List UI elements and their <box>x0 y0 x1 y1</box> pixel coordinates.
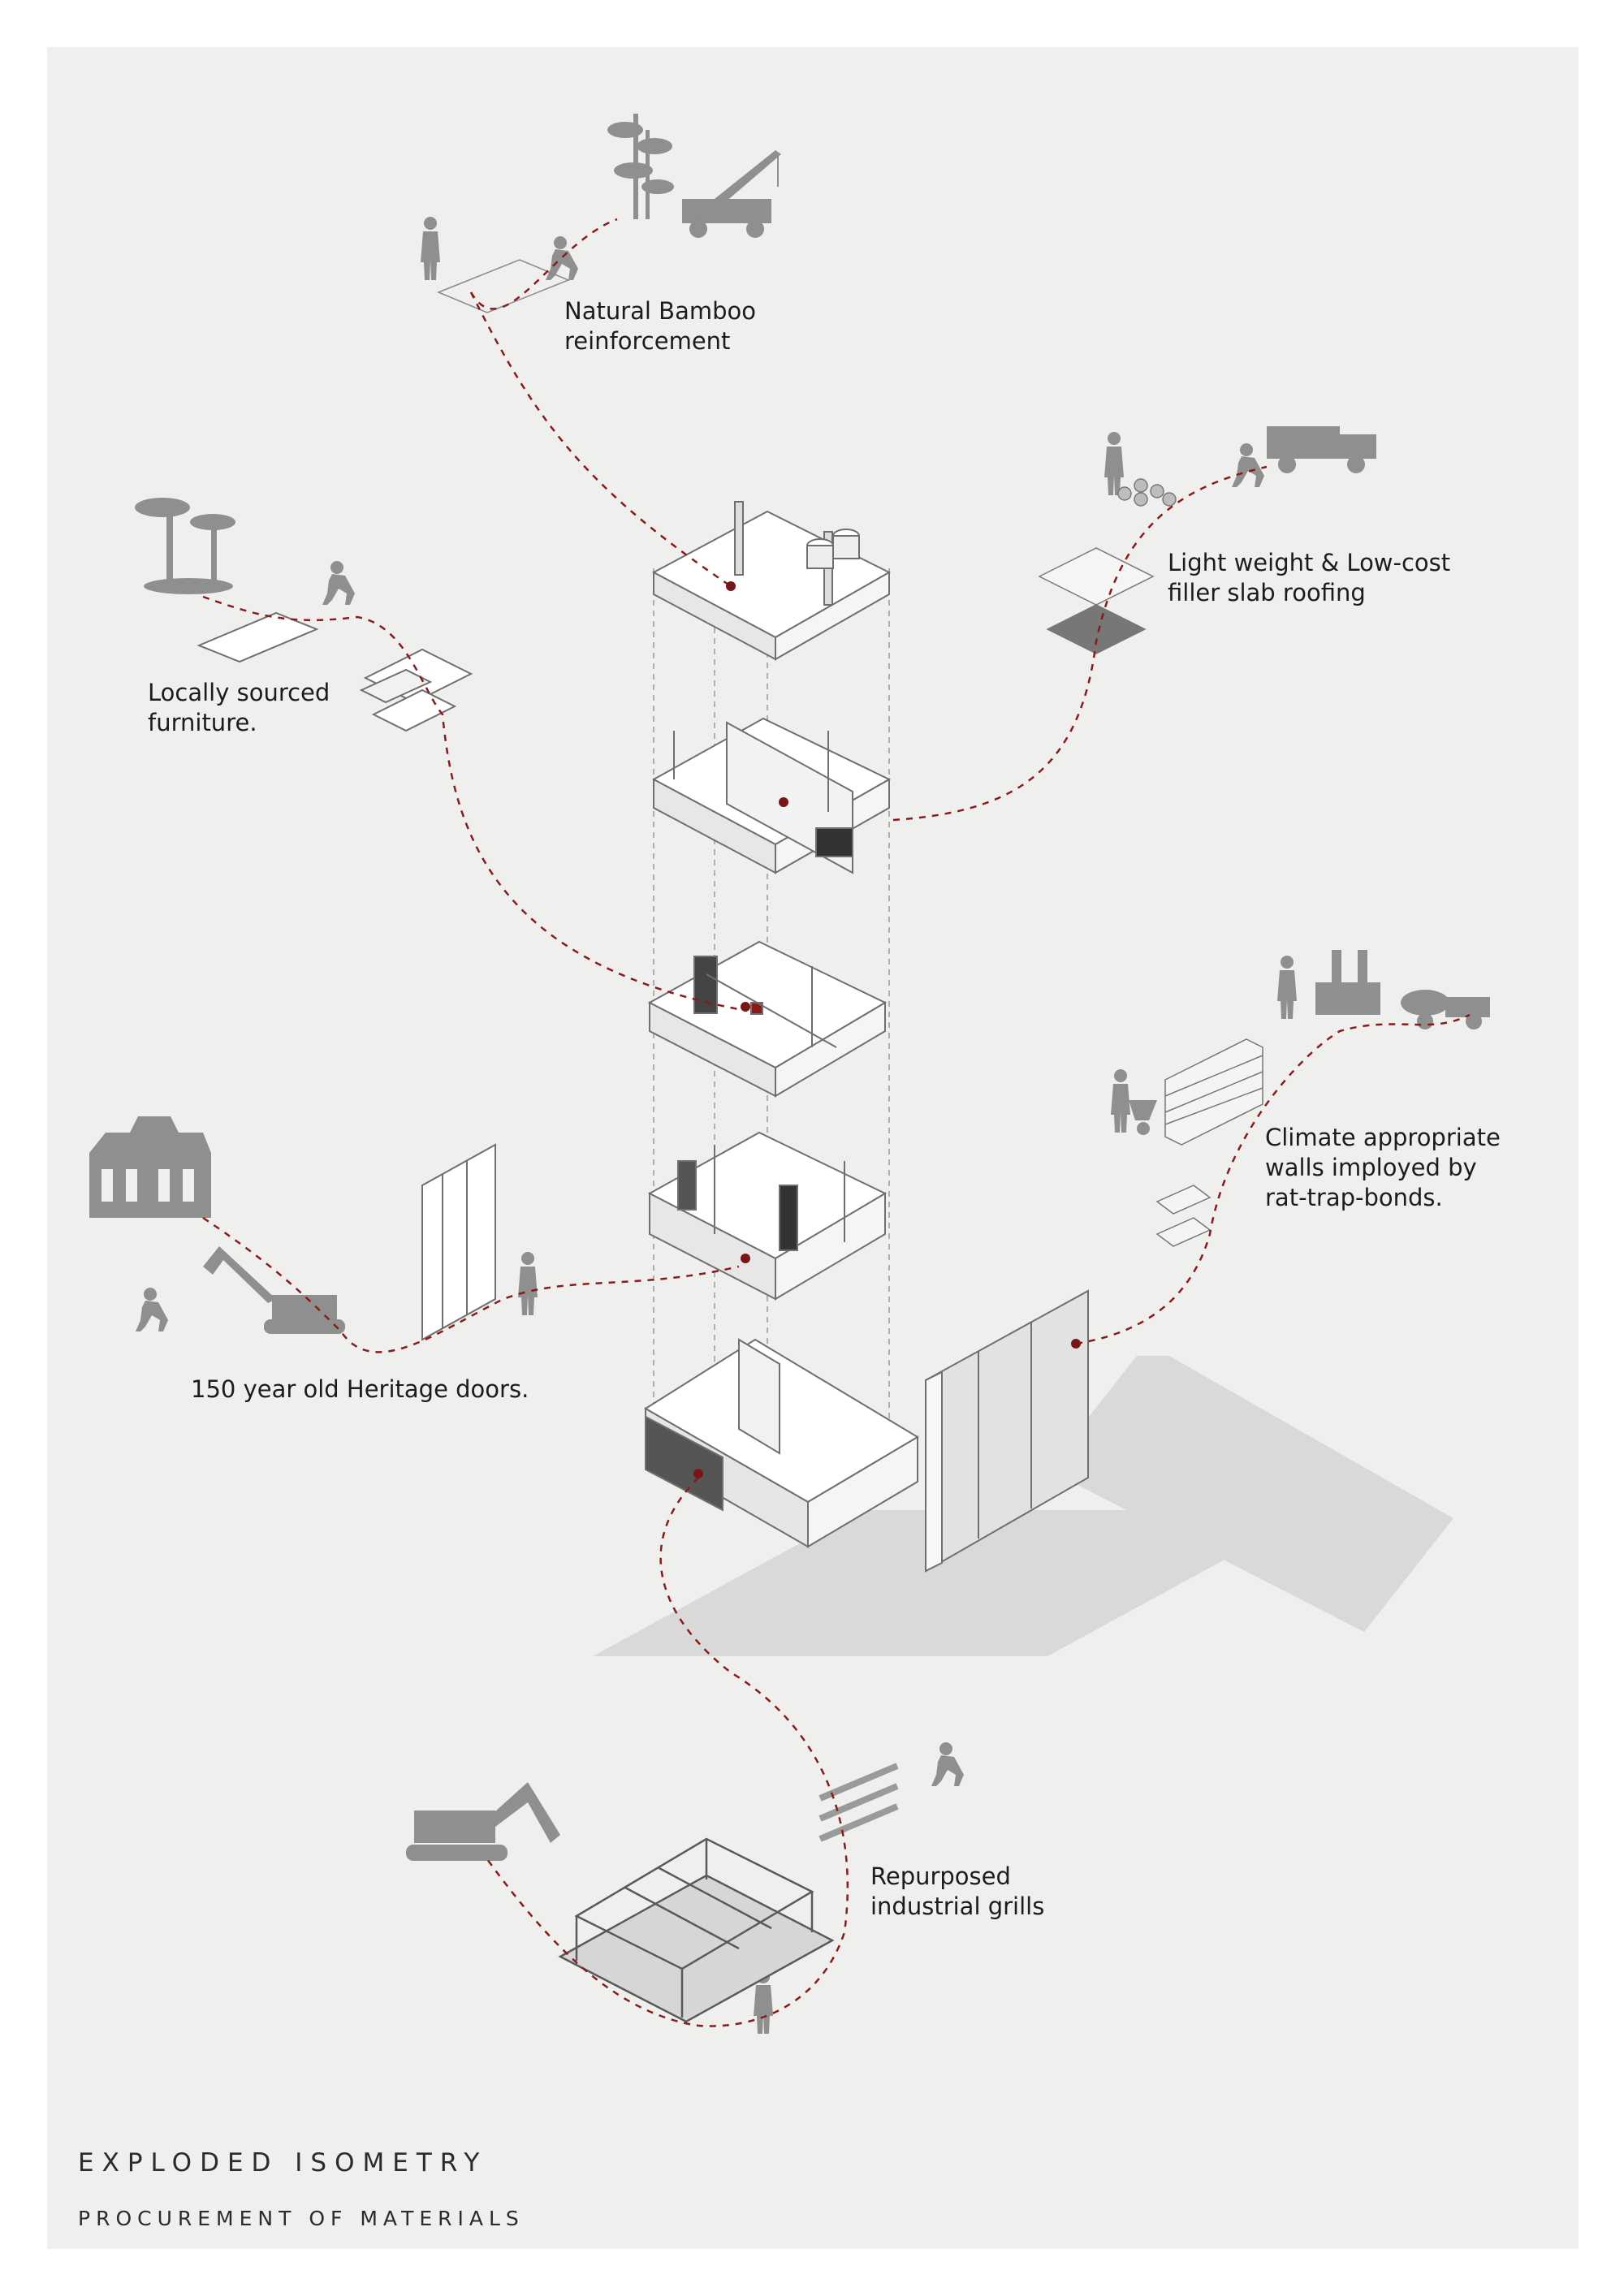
jaali-screen-wall <box>925 1289 1089 1573</box>
cement-mixer-truck-icon <box>1401 990 1490 1029</box>
second-floor-level <box>651 717 892 874</box>
roof-slab-level <box>651 501 892 661</box>
furniture-icon <box>197 611 473 732</box>
filler-tiles-icon <box>1117 478 1177 507</box>
drawing-sheet <box>47 47 1579 2249</box>
worker-icon <box>1277 956 1297 1019</box>
procurement-route <box>202 218 1471 2027</box>
page-title: EXPLODED ISOMETRY <box>78 2148 488 2177</box>
heritage-ruin-icon <box>89 1116 211 1218</box>
palm-trees-icon <box>135 498 235 594</box>
page-subtitle: PROCUREMENT OF MATERIALS <box>78 2207 525 2230</box>
first-floor-level <box>647 940 888 1098</box>
route-marker <box>693 581 1081 1478</box>
label-walls: Climate appropriate walls imployed by ra… <box>1265 1124 1501 1211</box>
ground-plane <box>593 1356 1453 1656</box>
worker-icon <box>322 561 355 605</box>
excavator-icon <box>406 1782 560 1861</box>
label-furniture: Locally sourced furniture. <box>148 679 330 736</box>
label-heritage-doors: 150 year old Heritage doors. <box>191 1375 529 1403</box>
wheelbarrow-worker-icon <box>1111 1069 1157 1135</box>
crane-truck-icon <box>682 150 781 238</box>
rat-trap-bond-wall-icon <box>1155 1038 1263 1247</box>
bamboo-mat-outline <box>437 259 570 313</box>
steel-grill-bars-icon <box>818 1763 899 1842</box>
brick-factory-icon <box>1315 950 1380 1015</box>
worker-icon <box>1104 432 1264 495</box>
steel-frame-structure-icon <box>558 1837 835 2023</box>
ground-floor-level <box>647 1131 888 1301</box>
label-bamboo: Natural Bamboo reinforcement <box>564 297 756 355</box>
bamboo-icon <box>607 114 674 219</box>
label-filler-slab: Light weight & Low-cost filler slab roof… <box>1168 549 1451 606</box>
base-level <box>644 1338 919 1548</box>
dump-truck-icon <box>1267 426 1376 473</box>
label-industrial-grills: Repurposed industrial grills <box>870 1862 1045 1920</box>
worker-icon <box>421 217 578 280</box>
door-frame-icon <box>421 1143 496 1341</box>
filler-slab-diagram <box>1038 547 1155 654</box>
excavator-icon <box>203 1246 345 1334</box>
